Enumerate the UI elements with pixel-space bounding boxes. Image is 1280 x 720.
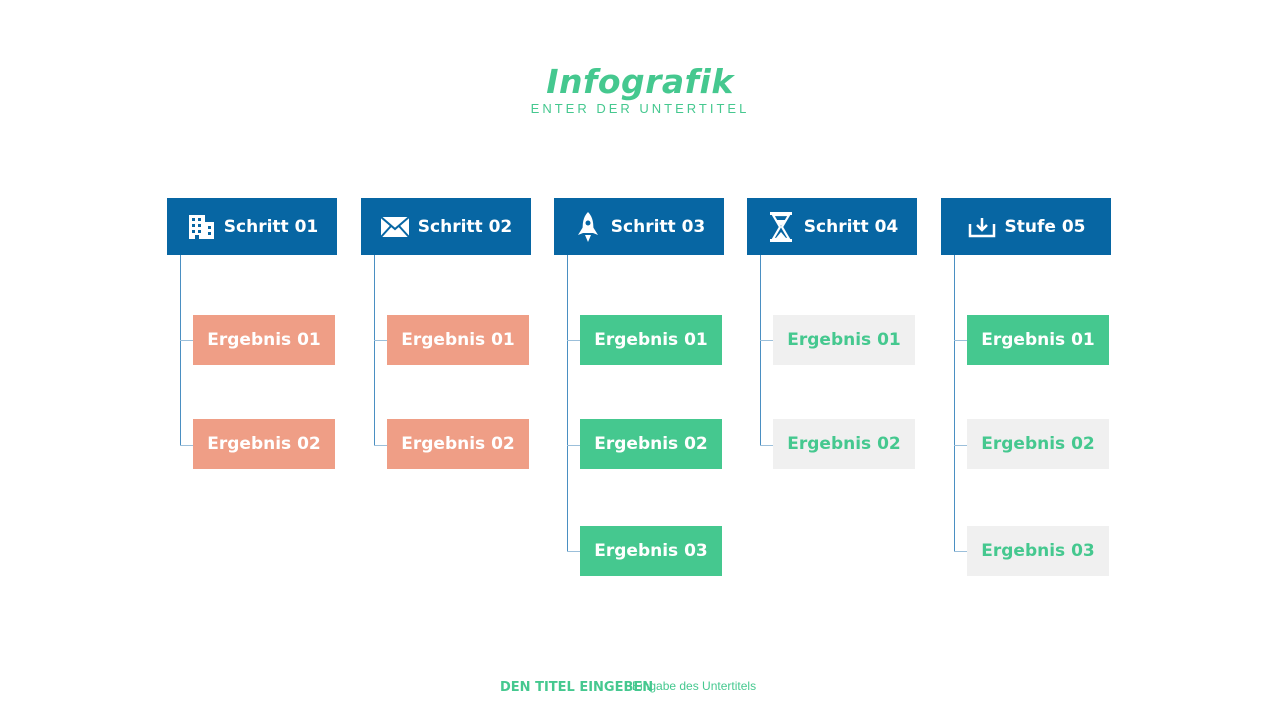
step-label: Schritt 03	[610, 216, 706, 237]
connector-line	[180, 255, 181, 446]
step-header: Schritt 01	[167, 198, 337, 255]
connector-branch	[954, 445, 967, 446]
result-box: Ergebnis 03	[580, 526, 722, 576]
connector-branch	[180, 340, 193, 341]
page-subtitle: ENTER DER UNTERTITEL	[530, 101, 750, 116]
envelope-icon	[380, 212, 410, 242]
result-box: Ergebnis 02	[193, 419, 335, 469]
connector-branch	[567, 340, 580, 341]
step-header: Schritt 04	[747, 198, 917, 255]
column-step-03: Schritt 03 Ergebnis 01 Ergebnis 02 Ergeb…	[554, 198, 724, 598]
column-step-04: Schritt 04 Ergebnis 01 Ergebnis 02	[747, 198, 917, 598]
step-header: Schritt 02	[361, 198, 531, 255]
step-label: Schritt 01	[223, 216, 319, 237]
download-tray-icon	[967, 212, 997, 242]
connector-branch	[954, 340, 967, 341]
connector-branch	[374, 445, 387, 446]
result-box: Ergebnis 02	[387, 419, 529, 469]
hourglass-icon	[766, 211, 796, 242]
connector-line	[760, 255, 761, 446]
result-box: Ergebnis 01	[967, 315, 1109, 365]
connector-line	[954, 255, 955, 551]
connector-branch	[567, 445, 580, 446]
result-box: Ergebnis 02	[580, 419, 722, 469]
connector-branch	[760, 340, 773, 341]
result-box: Ergebnis 03	[967, 526, 1109, 576]
column-step-02: Schritt 02 Ergebnis 01 Ergebnis 02	[361, 198, 531, 598]
building-icon	[186, 212, 216, 242]
connector-branch	[180, 445, 193, 446]
result-box: Ergebnis 02	[967, 419, 1109, 469]
step-label: Schritt 02	[417, 216, 513, 237]
connector-branch	[954, 551, 967, 552]
step-label: Schritt 04	[803, 216, 899, 237]
step-label: Stufe 05	[1004, 216, 1086, 237]
result-box: Ergebnis 01	[193, 315, 335, 365]
page-title: Infografik	[546, 62, 734, 101]
connector-line	[567, 255, 568, 551]
connector-branch	[567, 551, 580, 552]
step-header: Stufe 05	[941, 198, 1111, 255]
footer-title: DEN TITEL EINGEBEN	[500, 680, 654, 695]
result-box: Ergebnis 01	[580, 315, 722, 365]
rocket-icon	[573, 211, 603, 242]
connector-line	[374, 255, 375, 446]
result-box: Ergebnis 02	[773, 419, 915, 469]
connector-branch	[760, 445, 773, 446]
result-box: Ergebnis 01	[773, 315, 915, 365]
step-header: Schritt 03	[554, 198, 724, 255]
connector-branch	[374, 340, 387, 341]
column-step-05: Stufe 05 Ergebnis 01 Ergebnis 02 Ergebni…	[941, 198, 1111, 598]
result-box: Ergebnis 01	[387, 315, 529, 365]
footer-subtitle: Eingabe des Untertitels	[632, 679, 757, 693]
column-step-01: Schritt 01 Ergebnis 01 Ergebnis 02	[167, 198, 337, 598]
